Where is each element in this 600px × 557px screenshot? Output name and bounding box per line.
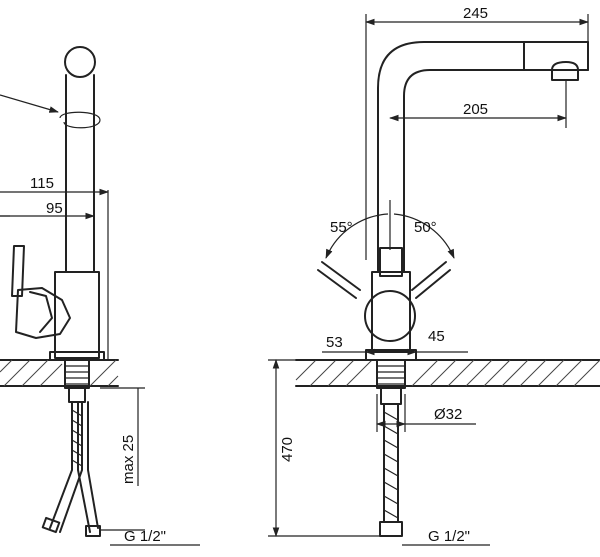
front-dim-reach-total: 245 [463, 5, 488, 22]
side-dim-lines [0, 140, 200, 546]
front-angle-right: 50° [414, 219, 437, 236]
side-dim-max: max 25 [120, 435, 137, 484]
side-hoses [41, 401, 101, 537]
front-thread-label: G 1/2" [428, 528, 470, 545]
side-body [11, 245, 105, 361]
front-levers [317, 261, 451, 299]
front-dim-base-right: 45 [428, 328, 445, 345]
side-dim-spout: 95 [46, 200, 63, 217]
front-angle-left: 55° [330, 219, 353, 236]
front-dim-base-left: 53 [326, 334, 343, 351]
front-dim-lines [268, 14, 589, 546]
side-view: 115 95 max 25 G 1/2" [0, 46, 200, 546]
countertop-left [0, 359, 119, 387]
front-dim-reach: 205 [463, 101, 488, 118]
side-dim-overall: 115 [30, 175, 54, 192]
front-spout [377, 41, 589, 273]
countertop-right [295, 359, 600, 387]
side-shank [64, 359, 90, 403]
front-dim-height: 470 [279, 437, 296, 462]
front-view: 245 205 55° 50° 53 45 Ø32 470 G 1/2" [268, 5, 600, 546]
front-shank [376, 359, 406, 405]
lever-angle-arcs [325, 200, 455, 259]
front-body [364, 247, 417, 361]
front-dim-hole: Ø32 [434, 406, 462, 423]
rotation-indicator [0, 94, 59, 113]
side-thread-label: G 1/2" [124, 528, 166, 545]
